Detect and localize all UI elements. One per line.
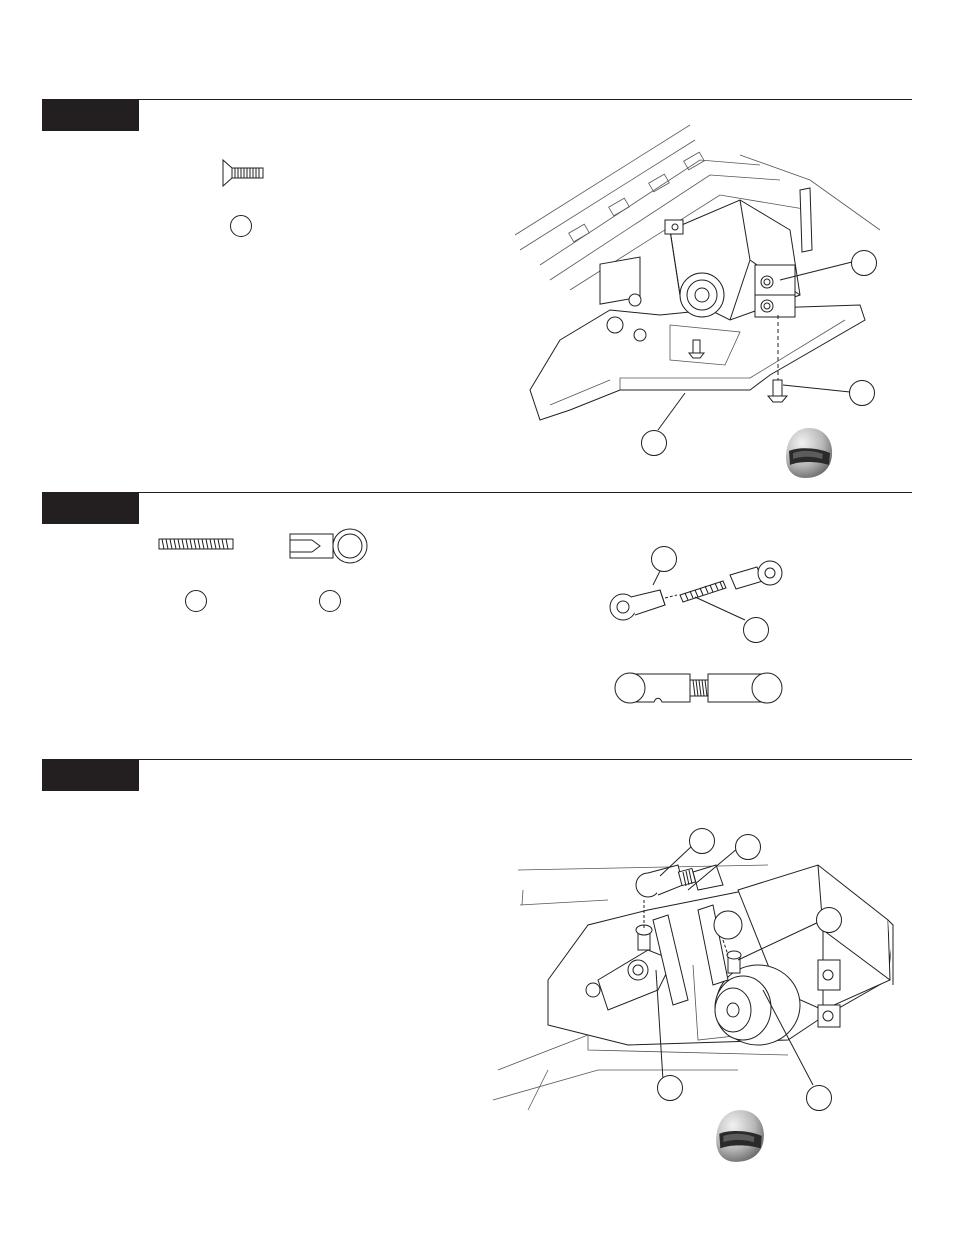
step-2-tab xyxy=(42,493,139,524)
ball-end-icon xyxy=(288,527,370,565)
part-callout-ball-end xyxy=(319,590,341,612)
step-2-rule xyxy=(42,492,912,493)
step-1-tab xyxy=(42,100,139,131)
helmet-icon xyxy=(713,1107,767,1165)
callout-chassis xyxy=(641,430,667,456)
threaded-rod-icon xyxy=(158,537,234,551)
callout-servo-saver xyxy=(806,1085,832,1111)
part-callout-screw xyxy=(230,215,252,237)
callout-ball-end-left xyxy=(689,828,715,854)
callout-rod-assembly xyxy=(735,834,761,860)
callout-ball-end xyxy=(651,546,677,572)
callout-servo xyxy=(851,250,877,276)
part-callout-rod xyxy=(185,590,207,612)
step-3-rule xyxy=(42,759,912,760)
step-3-tab xyxy=(42,760,139,791)
step-1-rule xyxy=(42,99,912,100)
callout-servo-screw xyxy=(849,380,875,406)
callout-rod xyxy=(743,617,769,643)
flat-head-screw-icon xyxy=(220,158,268,188)
linkage-install-illustration xyxy=(488,830,898,1130)
callout-bellcrank xyxy=(657,1075,683,1101)
helmet-icon xyxy=(783,425,835,481)
callout-servo-ball xyxy=(816,907,842,933)
linkage-assembled-illustration xyxy=(612,670,784,710)
